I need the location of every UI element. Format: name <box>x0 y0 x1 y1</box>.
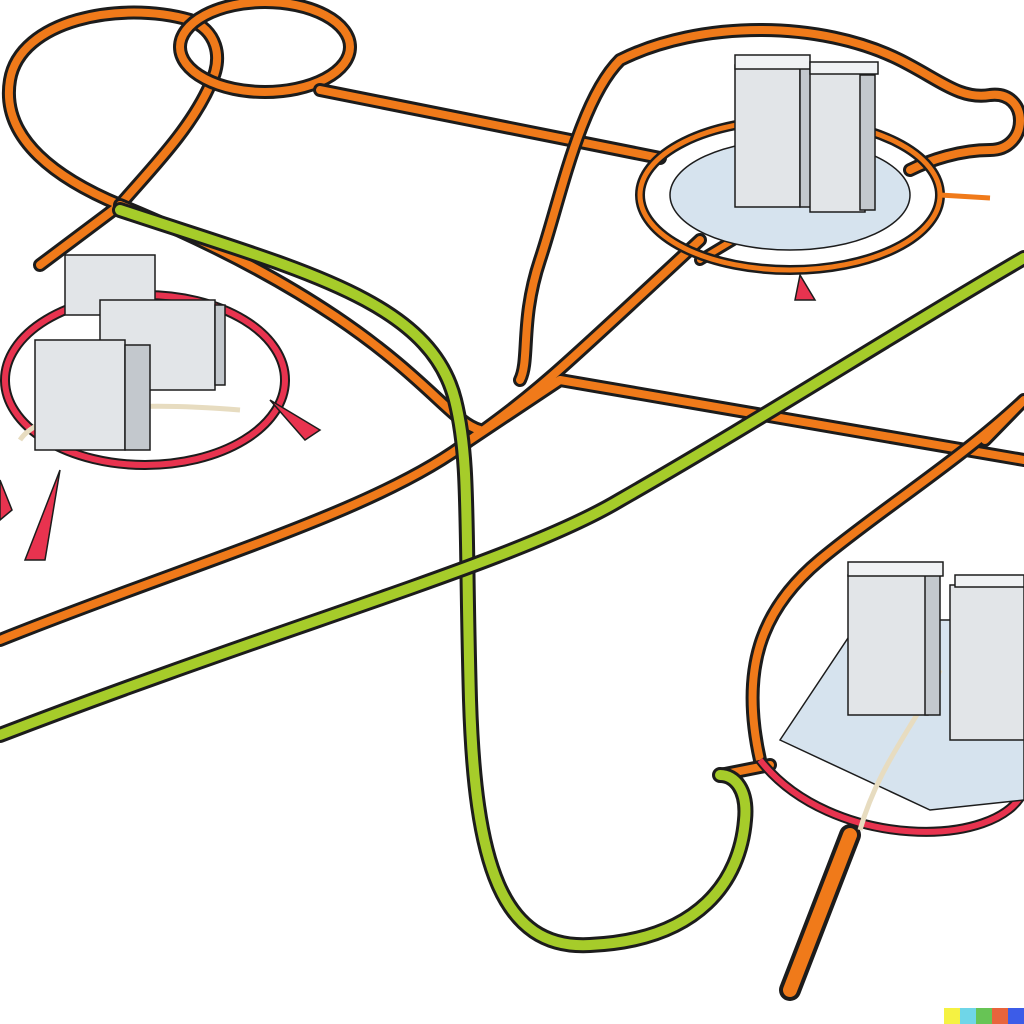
orange-route-top-horizontal <box>316 86 664 162</box>
watermark-swatch-1 <box>960 1008 976 1024</box>
orange-route-bottom-tail <box>783 828 857 997</box>
watermark-swatch-0 <box>944 1008 960 1024</box>
watermark-swatch-4 <box>1008 1008 1024 1024</box>
green-route-network <box>0 202 1024 954</box>
orange-route-right-descent <box>748 396 1024 764</box>
orange-route-loop-topleft <box>4 8 222 269</box>
green-route-loop <box>115 205 751 951</box>
orange-junction-circle-top <box>176 0 354 96</box>
orange-route-network <box>0 0 1024 1001</box>
server-tower-hub-topright <box>635 54 991 301</box>
color-watermark <box>944 1008 1024 1024</box>
server-tower-icon <box>734 54 879 213</box>
orange-route-loop-topright <box>516 26 1024 384</box>
watermark-swatch-3 <box>992 1008 1008 1024</box>
server-tower-icon <box>847 561 1024 741</box>
watermark-swatch-2 <box>976 1008 992 1024</box>
building-cluster-icon <box>34 254 226 451</box>
building-cluster-hub-left <box>0 254 322 561</box>
green-route-diagonal <box>0 253 1024 740</box>
server-tower-hub-bottomright <box>756 561 1024 837</box>
